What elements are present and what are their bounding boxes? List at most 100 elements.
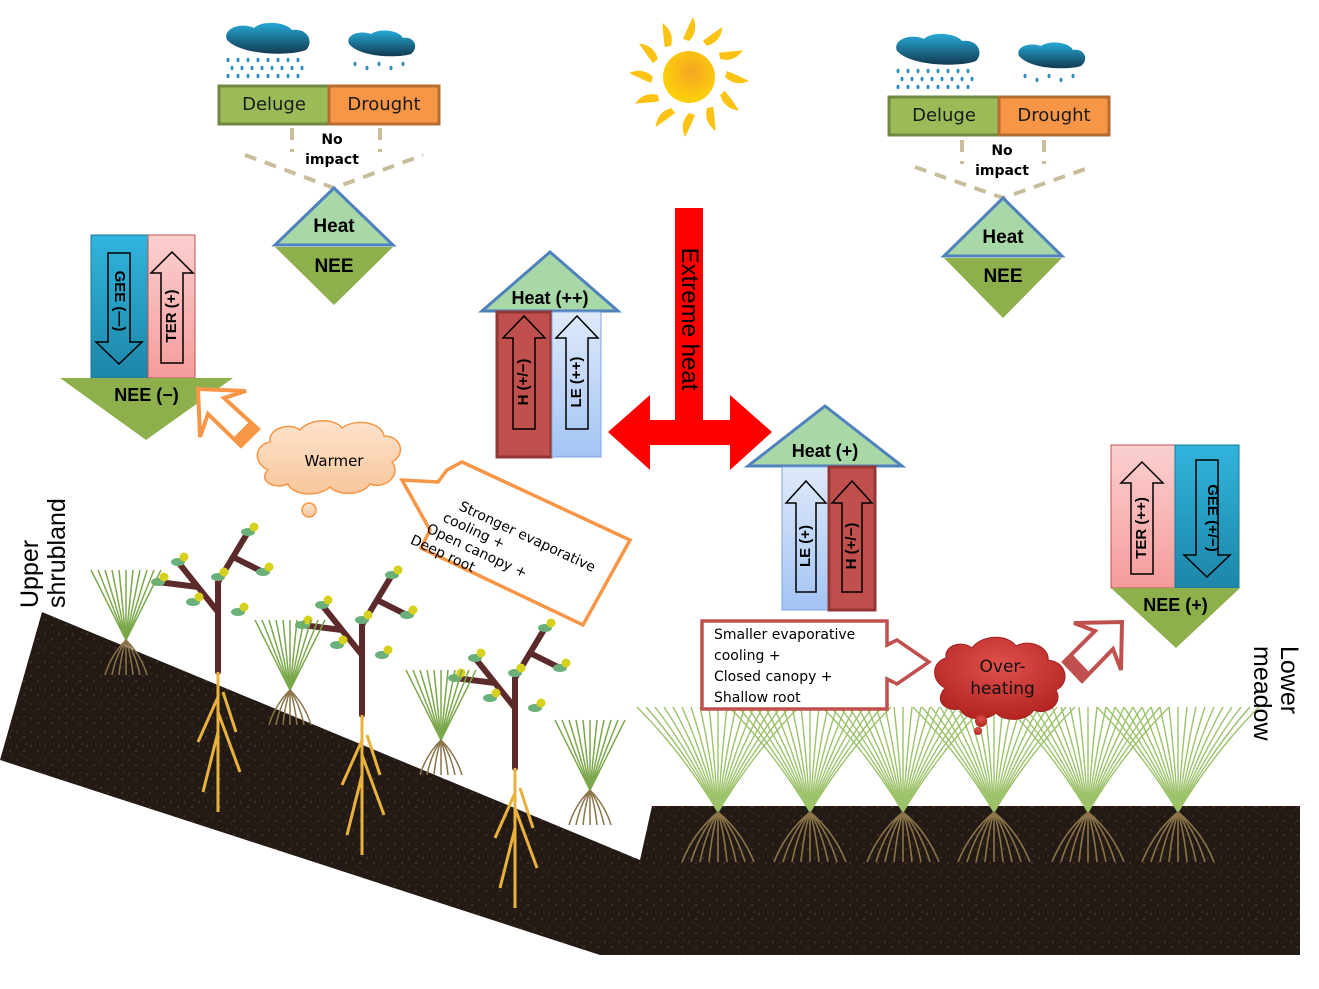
grass-blade [125,569,141,641]
rain-drop [956,84,960,90]
grass-blade [717,706,800,813]
grass-blade [1087,706,1152,813]
shrub [448,618,571,908]
fibrous-root [717,811,755,863]
rain-drop [1047,73,1051,79]
fibrous-root [289,689,312,726]
flower [249,522,259,532]
rain-drop [910,76,914,82]
grass-blade [902,706,913,813]
flower [323,595,333,605]
lower-energy-arrow [743,404,907,612]
grass-blade [1123,706,1179,813]
fibrous-root [282,689,291,726]
rain-drop [906,68,910,74]
sun-ray [718,50,743,60]
fibrous-root [1177,811,1215,863]
grass-blade [764,706,811,813]
rain-drop [970,76,974,82]
grass-blade [663,706,719,813]
rain-drop [260,65,264,71]
rain-drop [296,57,300,63]
shrub-trunk [452,625,563,771]
rain-drop [1071,73,1075,79]
rain-drop [920,76,924,82]
grass-blade [1150,706,1179,813]
fibrous-root [690,811,719,863]
grass-blade [857,706,904,813]
grass-blade [1177,706,1242,813]
flower [561,658,571,668]
grass-blade [948,706,995,813]
lower-mechanism-callout [700,619,933,711]
grass-blade [1069,706,1089,813]
fibrous-root [993,811,1004,863]
grass-blade [1177,706,1215,813]
ter-flux-label: TER (+) [163,289,180,343]
flower [159,572,169,582]
sun-ray [635,94,660,104]
sun-ray [639,43,658,64]
nee-triangle [275,247,393,305]
grass-blade [1078,706,1089,813]
fibrous-root [717,811,728,863]
upper-shrubland-label: Upper shrubland [16,458,73,608]
site-label-line: Lower [1275,646,1303,715]
drought-label: Drought [1017,105,1091,126]
deluge-label: Deluge [912,105,976,126]
le-flux-bar [781,466,830,611]
mechanism-line: cooling + [714,648,781,664]
upper-energy-arrow [477,250,623,459]
grass-blade [699,706,719,813]
soil-ground [0,612,1300,955]
fibrous-root [699,811,719,863]
warmer-label: Warmer [304,452,364,470]
grass-blade [893,706,904,813]
grass-blade [902,706,949,813]
h-up-arrow-icon [830,479,874,593]
grass-blade [589,719,605,791]
ter-up-arrow-icon [1119,460,1165,575]
meadow-grass-tuft [636,706,800,863]
grass-blade [902,706,958,813]
grass-blade [1087,706,1098,813]
grass-blade [690,706,719,813]
flower [546,618,556,628]
rain-drop [246,57,250,63]
rain-drop [900,76,904,82]
fibrous-root [1087,811,1125,863]
deluge-box [887,95,1001,137]
drought-box [327,84,441,126]
h-flux-label: H (+/−) [843,522,860,570]
fibrous-root [884,811,904,863]
rain-drop [946,84,950,90]
grass-blade [111,569,127,641]
grass-tuft [554,719,626,826]
fibrous-root [984,811,995,863]
rain-drop [226,57,230,63]
grass-blade [289,619,305,691]
site-label-line: shrubland [43,498,71,608]
sun-ray [682,113,695,137]
grass-blade [275,619,291,691]
ter-up-arrow-icon [149,250,195,364]
no-impact-line: No [991,143,1013,159]
rain-drop [256,57,260,63]
rain-drop [389,65,393,71]
grass-blade [717,706,755,813]
fibrous-root [125,639,148,676]
grass-blade [654,706,719,813]
shrub [295,565,418,855]
h-up-arrow-icon [501,314,547,430]
grass-blade [993,706,1040,813]
ter-flux-bar [147,234,196,379]
grass-blade [821,706,904,813]
rain-drop [250,65,254,71]
fibrous-root [575,789,591,826]
fibrous-root [809,811,820,863]
grass-tuft [405,669,477,776]
grass-blade [636,706,719,813]
grass-blade [902,706,931,813]
rain-drop [365,65,369,71]
flower [264,562,274,572]
